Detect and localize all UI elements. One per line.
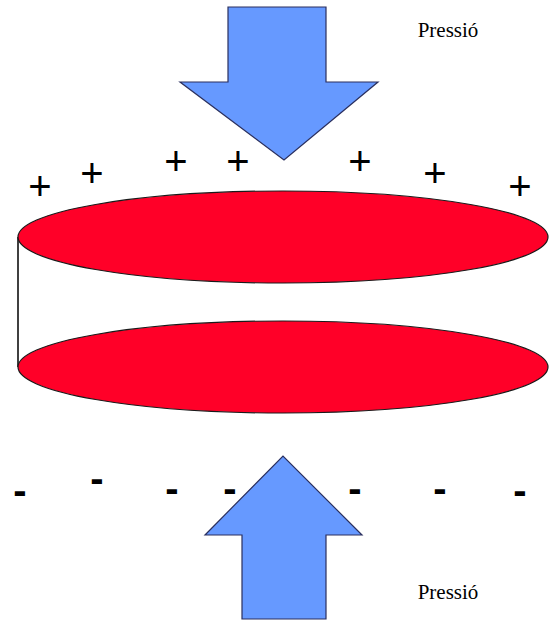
charge-sign: - xyxy=(223,468,236,508)
charge-sign: - xyxy=(90,458,103,498)
charge-sign: + xyxy=(28,166,51,206)
pressure-label: Pressió xyxy=(418,582,479,603)
charge-sign: - xyxy=(165,468,178,508)
charge-sign: - xyxy=(348,468,361,508)
charge-sign: - xyxy=(513,470,526,510)
electrode-top xyxy=(18,191,548,283)
charge-sign: + xyxy=(508,166,531,206)
charge-sign: + xyxy=(164,141,187,181)
charge-sign: + xyxy=(423,153,446,193)
charge-sign: - xyxy=(433,468,446,508)
charge-sign: + xyxy=(80,153,103,193)
pressure-arrow xyxy=(205,456,362,619)
charge-sign: + xyxy=(226,141,249,181)
charge-sign: - xyxy=(13,470,26,510)
pressure-arrow xyxy=(180,7,378,160)
charge-sign: + xyxy=(348,141,371,181)
electrode-bottom xyxy=(18,321,548,413)
pressure-label: Pressió xyxy=(418,20,479,41)
disk-side xyxy=(17,237,19,367)
